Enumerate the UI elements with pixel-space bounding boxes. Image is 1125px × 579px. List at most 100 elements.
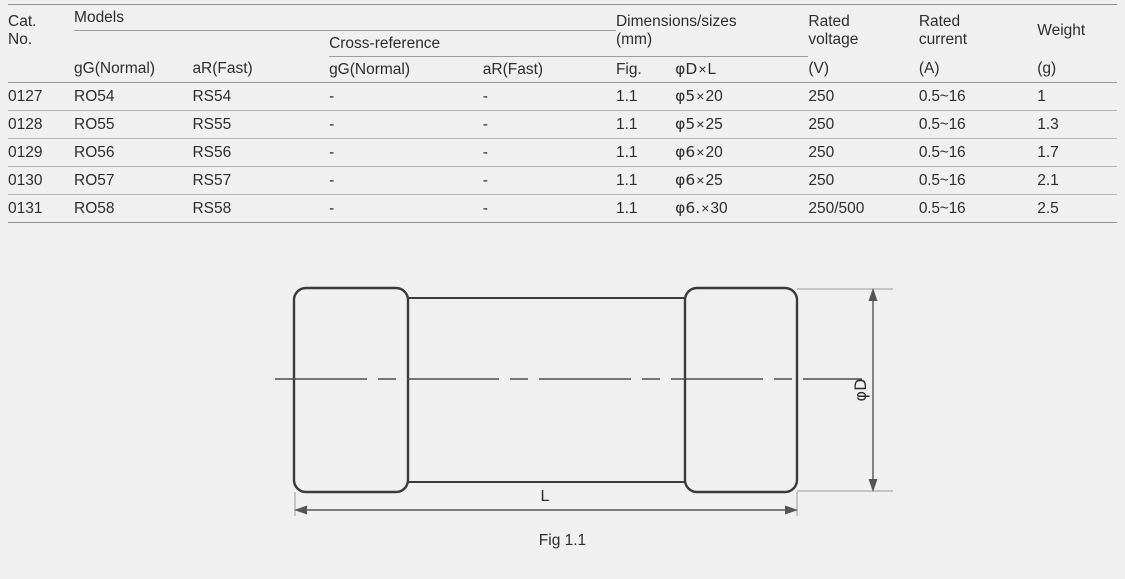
header-xref-ar: aR(Fast) <box>482 60 544 78</box>
header-dim-length: L <box>707 61 717 78</box>
cell-xref-gg: - <box>329 199 335 217</box>
cell-dimensions: φ6×25 <box>675 167 808 195</box>
cell-fig: 1.1 <box>615 199 638 217</box>
cell-xref-ar: - <box>482 115 488 133</box>
cell-models-gg: RO58 <box>74 199 115 217</box>
cell-dimensions: φ6.×30 <box>675 195 808 223</box>
cell-models-gg: RO54 <box>74 87 115 105</box>
cell-dim-diameter: φ6. <box>675 199 701 217</box>
diameter-arrow-top <box>868 288 878 301</box>
diameter-label: φD <box>851 379 870 402</box>
header-models-spacer <box>74 31 329 57</box>
table-row: 0128 RO55 RS55 - - 1.1 φ5×25 250 0.5~16 … <box>8 111 1117 139</box>
cell-rated-voltage: 250 <box>808 87 835 105</box>
header-cross-reference-group: Cross-reference <box>329 30 616 57</box>
fuse-specification-table: Cat. No. Models Dimensions/sizes (mm) Ra… <box>8 4 1117 223</box>
table-row: 0131 RO58 RS58 - - 1.1 φ6.×30 250/500 0.… <box>8 195 1117 223</box>
cell-rated-current: 0.5~16 <box>918 143 966 161</box>
header-bottom-rule <box>8 82 1117 83</box>
header-models-gg: gG(Normal) <box>74 60 155 78</box>
header-rated-current-line1: Rated <box>918 12 961 30</box>
fuse-body-tube <box>399 297 693 483</box>
cell-dim-diameter: φ5 <box>675 115 696 133</box>
cell-dim-length: 20 <box>705 144 723 161</box>
cell-dim-diameter: φ6 <box>675 143 696 161</box>
cell-fig: 1.1 <box>615 115 638 133</box>
row-separator <box>8 166 1117 167</box>
cell-cat-no: 0130 <box>8 171 43 189</box>
table-bottom-rule <box>8 222 1117 223</box>
cell-dim-times: × <box>701 200 710 216</box>
cell-models-gg: RO55 <box>74 115 115 133</box>
fuse-end-cap-right <box>683 286 799 494</box>
length-label: L <box>541 488 550 505</box>
fuse-drawing-svg: φD L <box>275 286 893 516</box>
cell-weight: 1 <box>1037 87 1046 105</box>
cell-models-ar: RS58 <box>192 199 232 217</box>
header-cat-line2: No. <box>8 30 33 48</box>
cell-dim-diameter: φ6 <box>675 171 696 189</box>
cell-cat-no: 0127 <box>8 87 43 105</box>
table-top-rule <box>8 4 1117 5</box>
header-rated-current-line2: current <box>918 30 968 48</box>
cell-xref-ar: - <box>482 87 488 105</box>
cell-dim-times: × <box>696 172 705 188</box>
cell-dim-length: 30 <box>710 200 728 217</box>
cell-fig: 1.1 <box>615 143 638 161</box>
header-dim-formula: φD×L <box>675 57 808 83</box>
diameter-arrow-bottom <box>868 479 878 492</box>
header-dimensions-line2: (mm) <box>615 30 653 48</box>
header-fig: Fig. <box>615 60 642 78</box>
header-rated-voltage-unit: (V) <box>808 60 830 78</box>
figure-caption: Fig 1.1 <box>538 532 587 549</box>
cell-dim-length: 20 <box>705 88 723 105</box>
cell-rated-current: 0.5~16 <box>918 87 966 105</box>
header-rated-voltage: Rated voltage <box>808 5 918 57</box>
cell-models-ar: RS55 <box>192 115 232 133</box>
cell-models-ar: RS56 <box>192 143 232 161</box>
header-dimensions-group: Dimensions/sizes (mm) <box>615 5 809 57</box>
cell-dim-length: 25 <box>705 116 723 133</box>
cell-rated-current: 0.5~16 <box>918 199 966 217</box>
length-arrow-left <box>294 505 307 515</box>
cell-models-gg: RO57 <box>74 171 115 189</box>
cell-models-gg: RO56 <box>74 143 115 161</box>
header-weight-line1: Weight <box>1037 21 1086 39</box>
table-row: 0129 RO56 RS56 - - 1.1 φ6×20 250 0.5~16 … <box>8 139 1117 167</box>
cell-dim-times: × <box>696 144 705 160</box>
header-rated-voltage-line1: Rated <box>808 12 850 30</box>
cell-rated-voltage: 250/500 <box>808 199 865 217</box>
table-row: 0127 RO54 RS54 - - 1.1 φ5×20 250 0.5~16 … <box>8 83 1117 111</box>
cell-dimensions: φ5×25 <box>675 111 808 139</box>
header-row-1: Cat. No. Models Dimensions/sizes (mm) Ra… <box>8 5 1117 57</box>
cell-dim-length: 25 <box>705 172 723 189</box>
cell-rated-current: 0.5~16 <box>918 171 966 189</box>
header-row-3: gG(Normal) aR(Fast) gG(Normal) aR(Fast) … <box>8 57 1117 83</box>
cell-dim-diameter: φ5 <box>675 87 696 105</box>
fuse-dimension-drawing: φD L <box>0 258 1125 558</box>
cell-weight: 2.5 <box>1037 199 1059 217</box>
header-cat-line1: Cat. <box>8 12 37 30</box>
cell-weight: 2.1 <box>1037 171 1059 189</box>
row-separator <box>8 110 1117 111</box>
cell-xref-ar: - <box>482 143 488 161</box>
cell-dim-times: × <box>696 116 705 132</box>
cell-xref-gg: - <box>329 143 335 161</box>
cell-dimensions: φ6×20 <box>675 139 808 167</box>
row-separator <box>8 194 1117 195</box>
header-rated-current-unit: (A) <box>918 60 940 78</box>
header-xref-gg: gG(Normal) <box>329 60 411 78</box>
header-cat-no-unit <box>8 57 74 83</box>
cell-models-ar: RS57 <box>192 171 232 189</box>
cell-cat-no: 0131 <box>8 199 43 217</box>
header-weight-unit: (g) <box>1037 60 1057 78</box>
length-arrow-right <box>785 505 798 515</box>
cell-rated-voltage: 250 <box>808 115 835 133</box>
cell-xref-gg: - <box>329 87 335 105</box>
header-dim-phi: φD <box>675 60 698 78</box>
cell-rated-voltage: 250 <box>808 143 835 161</box>
cell-rated-current: 0.5~16 <box>918 115 966 133</box>
cell-dim-times: × <box>696 88 705 104</box>
header-weight: Weight <box>1037 5 1117 57</box>
cell-fig: 1.1 <box>615 171 638 189</box>
